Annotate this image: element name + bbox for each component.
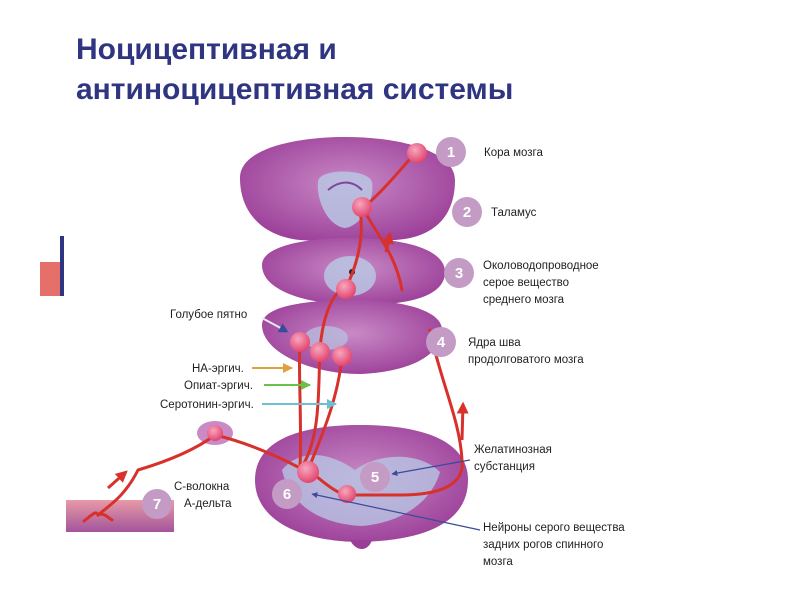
- locus-pointer: [261, 317, 289, 333]
- label-gelatinosa-line-2: субстанция: [474, 461, 535, 473]
- badge-6-number: 6: [283, 486, 291, 503]
- badge-4: 4: [426, 327, 456, 357]
- badge-6: 6: [272, 479, 302, 509]
- badge-3: 3: [444, 258, 474, 288]
- label-neurons-line-3: мозга: [483, 556, 513, 568]
- left-edge-bar: [60, 236, 64, 296]
- direction-arrows: [107, 231, 469, 490]
- left-edge-accent: [40, 262, 60, 296]
- badge-2: 2: [452, 197, 482, 227]
- badge-1-number: 1: [447, 144, 455, 161]
- label-locus-coeruleus: Голубое пятно: [170, 309, 247, 321]
- title-line-1: Ноцицептивная и: [76, 33, 337, 66]
- label-fibers-line-2: А-дельта: [184, 498, 232, 510]
- medulla-section: [262, 300, 442, 374]
- label-pag-line-2: серое вещество: [483, 277, 569, 289]
- label-na-ergic: НА-эргич.: [192, 363, 244, 375]
- neurons-pointer: [311, 492, 481, 531]
- badge-7-number: 7: [153, 496, 161, 513]
- badge-1: 1: [436, 137, 466, 167]
- slide-title: Ноцицептивная и антиноцицептивная систем…: [76, 30, 676, 110]
- badge-7: 7: [142, 489, 172, 519]
- neuron-dorsal-horn-2: [338, 485, 356, 503]
- label-opiate-ergic: Опиат-эргич.: [184, 380, 253, 392]
- neuron-periaqueductal: [336, 279, 356, 299]
- badge-4-number: 4: [437, 334, 446, 351]
- label-pag-line-3: среднего мозга: [483, 294, 565, 306]
- neuron-cortex: [407, 143, 427, 163]
- label-raphe-line-2: продолговатого мозга: [468, 354, 584, 366]
- neuron-raphe-1: [310, 342, 330, 362]
- neuron-ganglion: [207, 425, 223, 441]
- label-fibers-line-1: С-волокна: [174, 481, 230, 493]
- neuron-locus: [290, 332, 310, 352]
- neuron-thalamus: [352, 197, 372, 217]
- neuron-raphe-2: [332, 346, 352, 366]
- label-raphe-line-1: Ядра шва: [468, 337, 521, 349]
- label-thalamus: Таламус: [491, 207, 537, 219]
- label-neurons-line-2: задних рогов спинного: [483, 539, 603, 551]
- gelatinosa-pointer: [391, 459, 471, 476]
- badge-5: 5: [360, 462, 390, 492]
- label-gelatinosa-line-1: Желатинозная: [474, 444, 552, 456]
- label-pag-line-1: Околоводопроводное: [483, 260, 599, 272]
- label-cortex: Кора мозга: [484, 147, 543, 159]
- neuron-dorsal-horn: [297, 461, 319, 483]
- badge-2-number: 2: [463, 204, 471, 221]
- title-line-2: антиноцицептивная системы: [76, 73, 514, 106]
- label-neurons-line-1: Нейроны серого вещества: [483, 522, 625, 534]
- neurons: [207, 143, 427, 503]
- badge-3-number: 3: [455, 265, 463, 282]
- label-serotonin-ergic: Серотонин-эргич.: [160, 399, 254, 411]
- badge-5-number: 5: [371, 469, 379, 486]
